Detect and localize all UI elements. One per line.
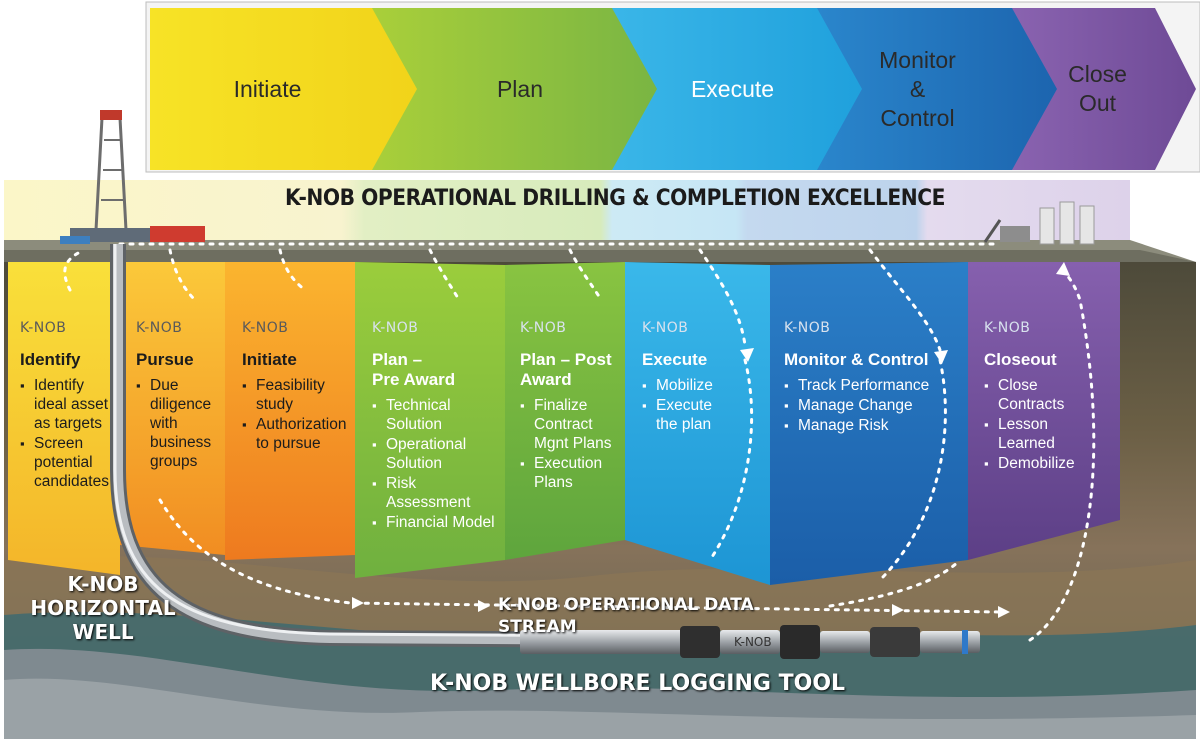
panel-item: Screen potential candidates bbox=[20, 434, 118, 491]
panel-title: Closeout bbox=[984, 350, 1057, 369]
panel-title: Initiate bbox=[242, 350, 297, 369]
panel-title: Execute bbox=[642, 350, 708, 369]
tool-logo: K-NOB bbox=[734, 635, 772, 649]
panel-item: Identify ideal asset as targets bbox=[20, 376, 118, 433]
knob-logo: K-NOB bbox=[20, 320, 67, 336]
panel-initiate: K-NOB Initiate Feasibility study Authori… bbox=[242, 320, 354, 454]
panel-item: Finalize Contract Mgnt Plans bbox=[520, 396, 624, 453]
drilling-rig-icon bbox=[60, 110, 205, 244]
panel-item: Demobilize bbox=[984, 454, 1114, 473]
phase-close-out: Close Out bbox=[1068, 61, 1127, 116]
logging-tool-label: K-NOB WELLBORE LOGGING TOOL bbox=[430, 671, 846, 696]
phase-execute: Execute bbox=[690, 75, 775, 102]
data-stream-label: K-NOB OPERATIONAL DATA STREAM bbox=[498, 595, 754, 637]
panel-closeout: K-NOB Closeout Close Contracts Lesson Le… bbox=[984, 320, 1114, 474]
panel-title: Pursue bbox=[136, 350, 194, 369]
horizontal-well-label: K-NOB HORIZONTAL WELL bbox=[30, 572, 176, 644]
panel-item: Lesson Learned bbox=[984, 415, 1114, 453]
panel-item: Close Contracts bbox=[984, 376, 1114, 414]
phase-monitor-control: Monitor & Control bbox=[879, 46, 956, 131]
panel-item: Execute the plan bbox=[642, 396, 762, 434]
panel-title: Plan – Pre Award bbox=[372, 350, 456, 389]
panel-plan-post-award: K-NOB Plan – Post Award Finalize Contrac… bbox=[520, 320, 624, 493]
panel-item: Risk Assessment bbox=[372, 474, 504, 512]
panel-item: Manage Change bbox=[784, 396, 964, 415]
knob-logo: K-NOB bbox=[984, 320, 1031, 336]
knob-logo: K-NOB bbox=[520, 320, 567, 336]
panel-item: Due diligence with business groups bbox=[136, 376, 224, 471]
knob-logo: K-NOB bbox=[784, 320, 831, 336]
panel-plan-pre-award: K-NOB Plan – Pre Award Technical Solutio… bbox=[372, 320, 504, 533]
panel-item: Mobilize bbox=[642, 376, 762, 395]
production-facility-icon bbox=[983, 201, 1095, 245]
panel-item: Manage Risk bbox=[784, 416, 964, 435]
panel-item: Track Performance bbox=[784, 376, 964, 395]
panel-item: Financial Model bbox=[372, 513, 504, 532]
panel-identify: K-NOB Identify Identify ideal asset as t… bbox=[20, 320, 118, 492]
phase-plan: Plan bbox=[496, 75, 544, 102]
panel-title: Identify bbox=[20, 350, 81, 369]
knob-logo: K-NOB bbox=[372, 320, 419, 336]
panel-item: Execution Plans bbox=[520, 454, 624, 492]
panel-monitor-control: K-NOB Monitor & Control Track Performanc… bbox=[784, 320, 964, 436]
panel-item: Authorization to pursue bbox=[242, 415, 354, 453]
knob-logo: K-NOB bbox=[136, 320, 183, 336]
panel-item: Operational Solution bbox=[372, 435, 504, 473]
panel-item: Technical Solution bbox=[372, 396, 504, 434]
panel-title: Monitor & Control bbox=[784, 350, 929, 369]
knob-logo: K-NOB bbox=[242, 320, 289, 336]
panel-item: Feasibility study bbox=[242, 376, 354, 414]
banner-title: K-NOB OPERATIONAL DRILLING & COMPLETION … bbox=[284, 186, 946, 211]
panel-execute: K-NOB Execute Mobilize Execute the plan bbox=[642, 320, 762, 435]
knob-logo: K-NOB bbox=[642, 320, 689, 336]
logging-tool-icon bbox=[520, 625, 980, 659]
panel-pursue: K-NOB Pursue Due diligence with business… bbox=[136, 320, 224, 472]
horizontal-well-pipe bbox=[110, 244, 981, 650]
phase-initiate: Initiate bbox=[233, 75, 302, 102]
panel-title: Plan – Post Award bbox=[520, 350, 612, 389]
